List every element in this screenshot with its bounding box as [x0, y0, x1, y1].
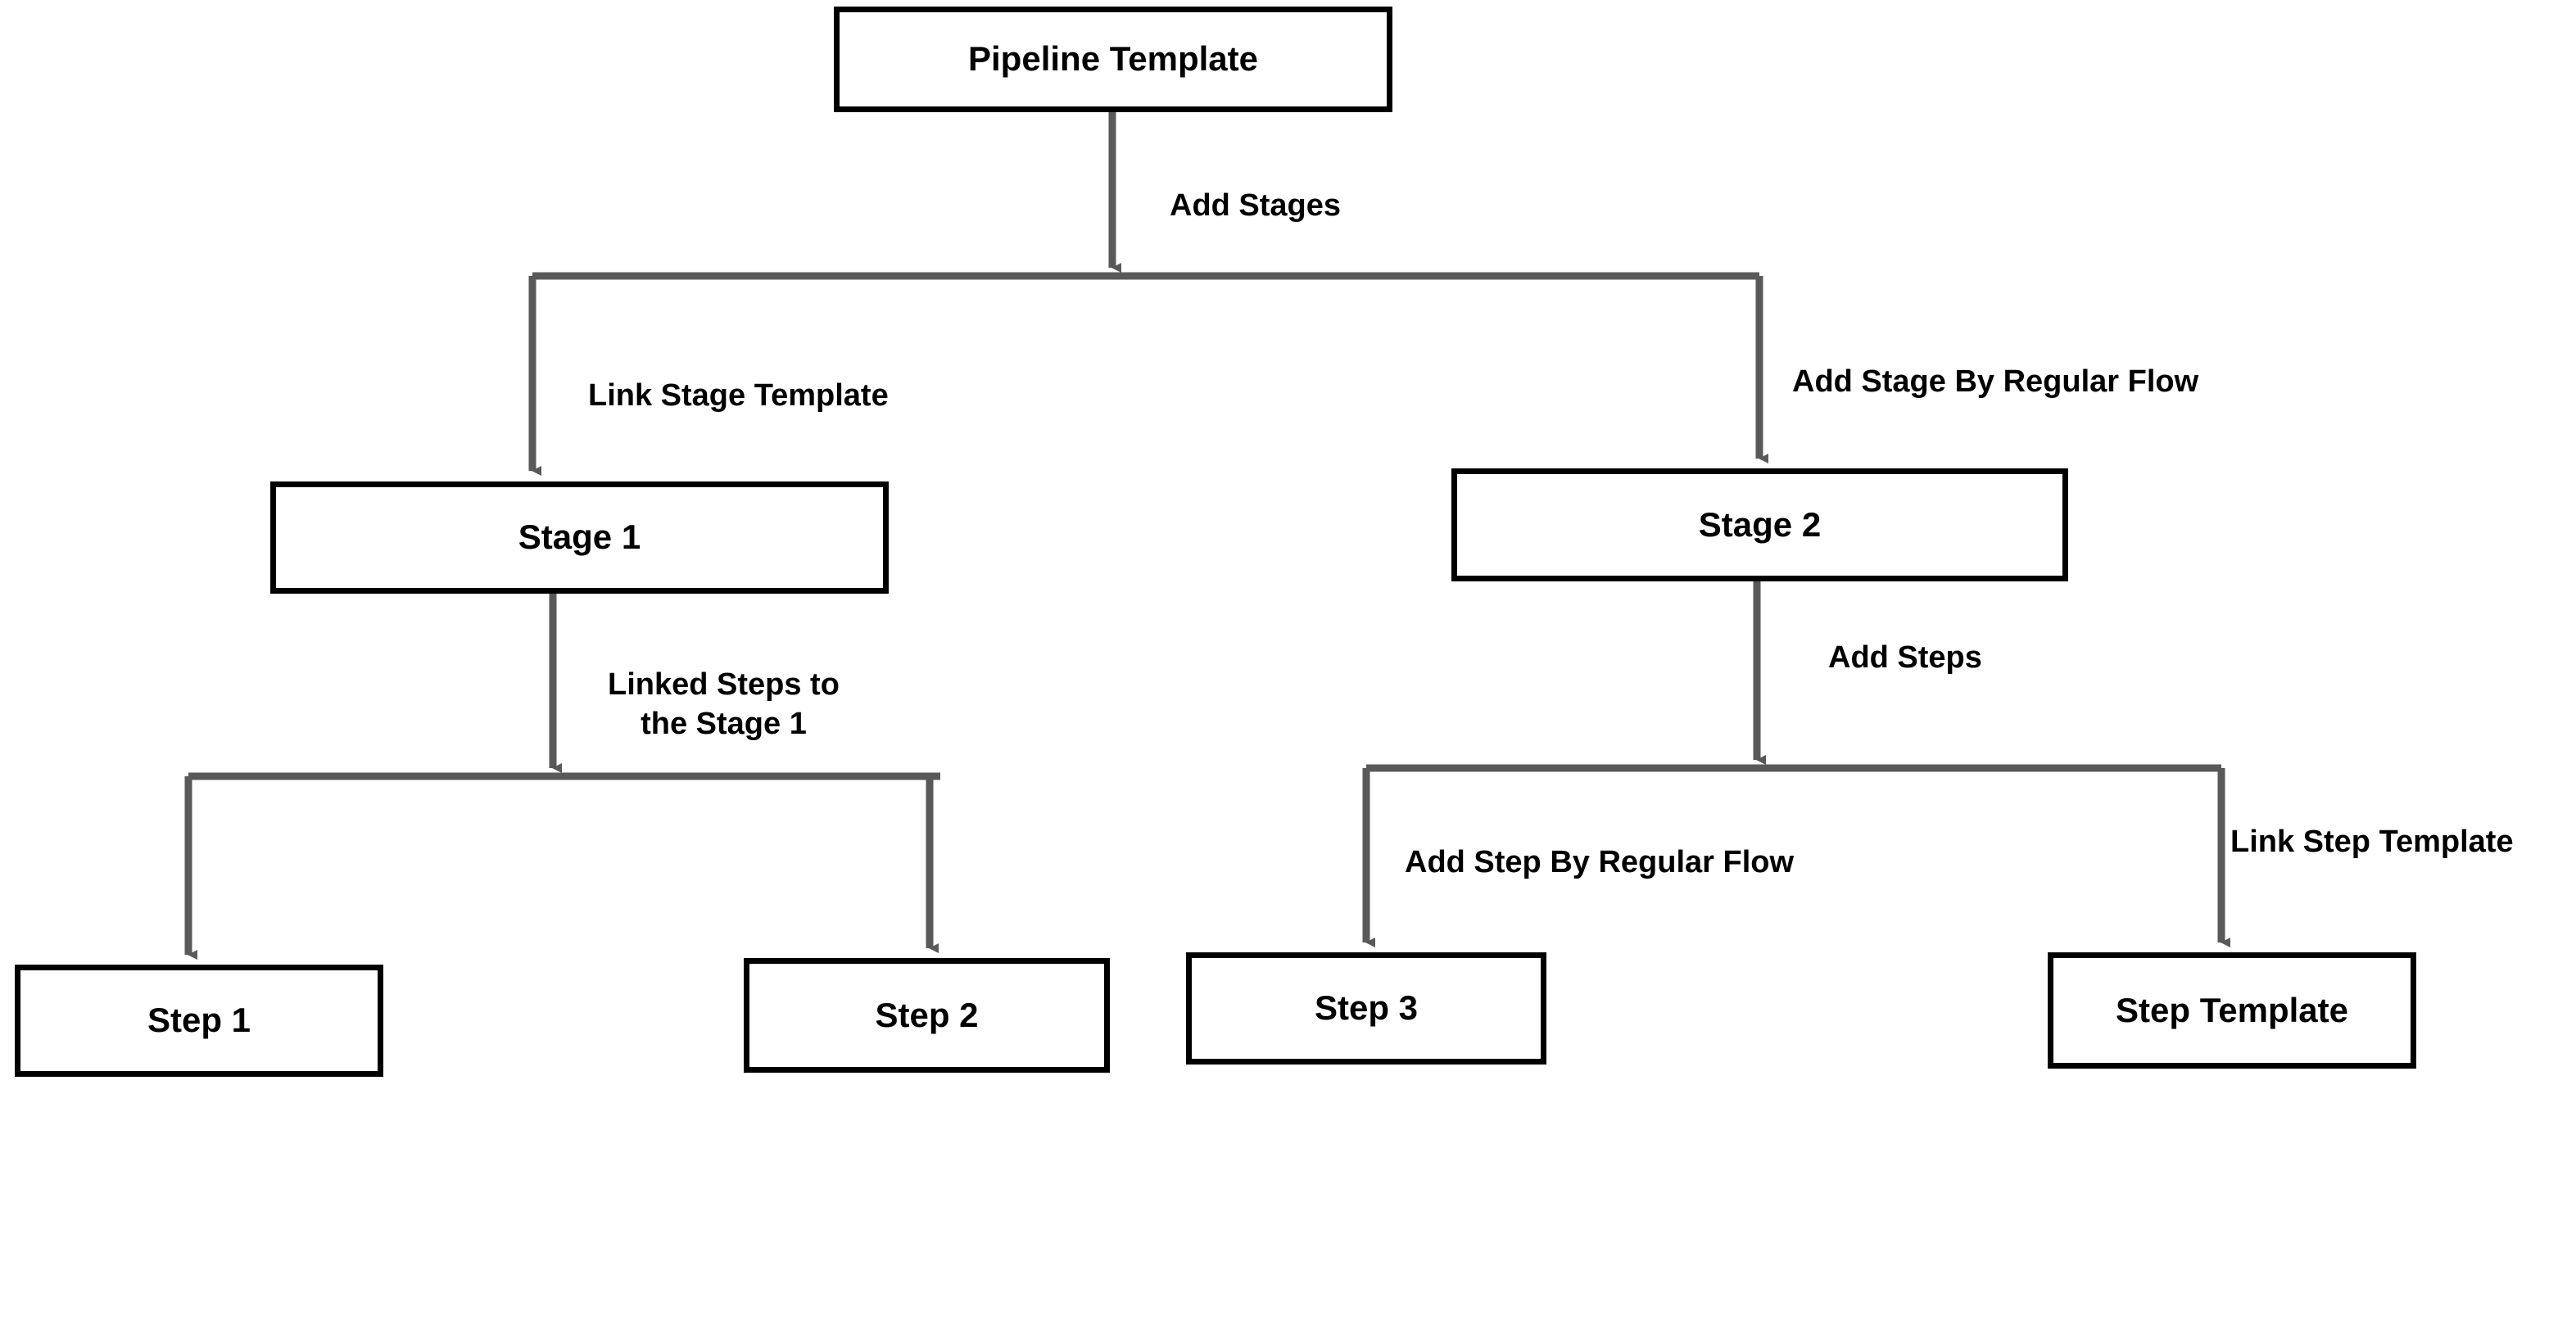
node-step-2[interactable]: Step 2: [744, 958, 1110, 1073]
node-label-step-template: Step Template: [2116, 990, 2348, 1029]
node-pipeline-template[interactable]: Pipeline Template: [834, 7, 1392, 112]
node-label-step-3: Step 3: [1314, 988, 1419, 1028]
node-step-1[interactable]: Step 1: [15, 965, 383, 1077]
edge-label-add-stages: Add Stages: [1170, 188, 1342, 223]
node-step-3[interactable]: Step 3: [1186, 952, 1546, 1065]
node-step-template[interactable]: Step Template: [2048, 952, 2416, 1069]
edge-label-add-stage-by-regular-flow: Add Stage By Regular Flow: [1792, 364, 2199, 399]
node-stage-2[interactable]: Stage 2: [1451, 468, 2068, 581]
node-label-stage-1: Stage 1: [518, 518, 641, 557]
node-label-pipeline-template: Pipeline Template: [968, 39, 1258, 79]
node-label-step-1: Step 1: [147, 1001, 251, 1040]
node-label-step-2: Step 2: [875, 995, 979, 1034]
edge-label-link-stage-template: Link Stage Template: [588, 378, 889, 413]
edge-label-link-step-template: Link Step Template: [2230, 825, 2514, 859]
node-label-stage-2: Stage 2: [1698, 504, 1822, 544]
edge-label-add-steps: Add Steps: [1828, 640, 1982, 675]
edge-label-linked-steps-to-stage-1: Linked Steps to the Stage 1: [608, 667, 840, 741]
node-stage-1[interactable]: Stage 1: [270, 481, 889, 594]
edge-label-add-step-by-regular-flow: Add Step By Regular Flow: [1405, 845, 1795, 879]
